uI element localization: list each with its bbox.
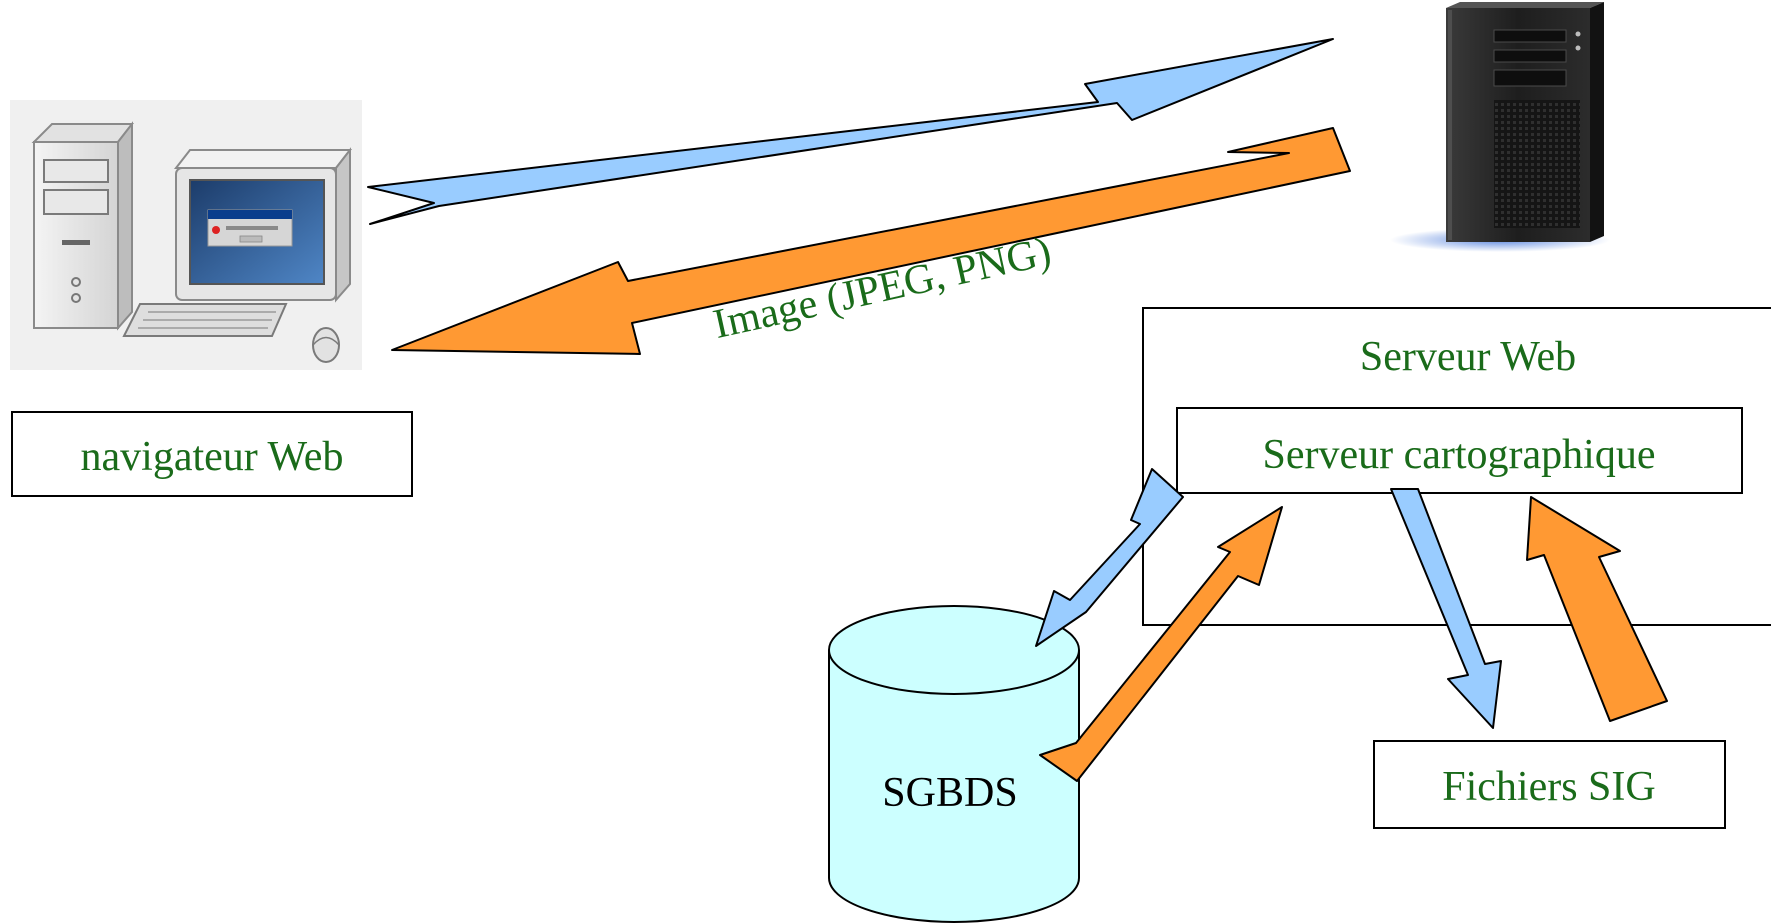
mouse: [312, 327, 340, 363]
map-server-box: [1176, 407, 1743, 494]
drive-bay: [1493, 49, 1567, 63]
database-label: SGBDS: [882, 770, 1017, 816]
browser-label: navigateur Web: [81, 434, 344, 480]
query-arrow-to-gis: [1390, 488, 1502, 729]
response-arrow: [391, 127, 1351, 355]
front-grill: [1494, 100, 1580, 228]
result-arrow-from-gis: [1526, 496, 1668, 722]
browser-label-box: [11, 411, 413, 497]
drive-bay: [43, 189, 109, 215]
map-server-label: Serveur cartographique: [1263, 432, 1656, 478]
result-arrow-from-database: [1039, 506, 1283, 782]
web-server-title: Serveur Web: [1360, 334, 1576, 380]
drive-bay: [43, 159, 109, 183]
tower-server-icon: [1390, 2, 1610, 252]
drive-bay: [1493, 69, 1567, 87]
gis-files-label: Fichiers SIG: [1442, 764, 1656, 810]
database-cylinder: [828, 605, 1080, 923]
drive-bay: [1493, 29, 1567, 43]
query-arrow-to-database: [1035, 468, 1184, 647]
request-arrow: [367, 38, 1334, 225]
gis-files-box: [1373, 740, 1726, 829]
desktop-computer-icon: [10, 100, 362, 370]
